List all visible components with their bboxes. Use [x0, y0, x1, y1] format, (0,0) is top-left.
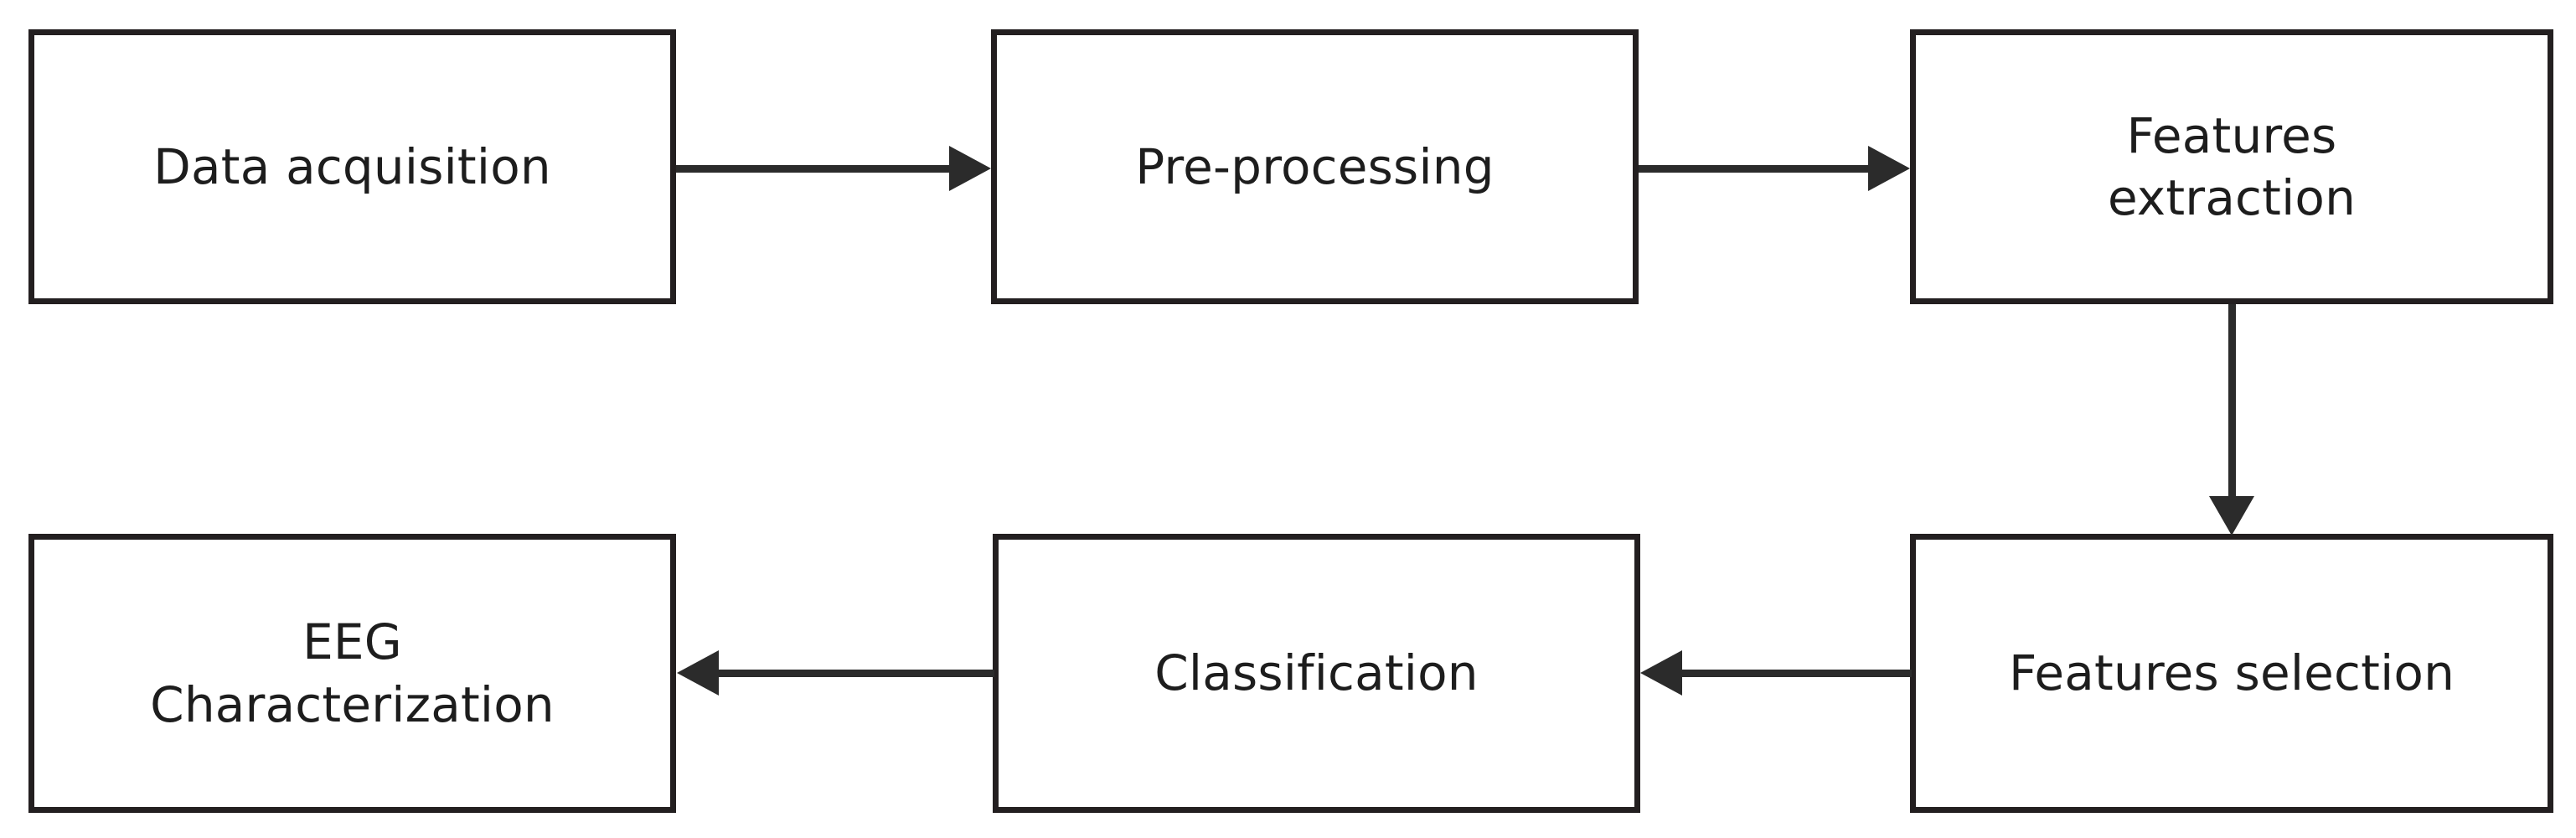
node-features-extraction[interactable]: Features extraction [1910, 29, 2553, 304]
node-eeg-characterization[interactable]: EEG Characterization [28, 534, 676, 813]
node-eeg-characterization-label: EEG Characterization [150, 613, 555, 733]
arrow-left-icon [1640, 650, 1682, 696]
arrow-left-icon [677, 650, 719, 696]
node-features-extraction-label: Features extraction [2107, 106, 2357, 226]
arrow-down-icon [2209, 496, 2254, 535]
edge-line [1682, 670, 1912, 677]
node-data-acquisition-label: Data acquisition [153, 137, 551, 195]
node-pre-processing-label: Pre-processing [1135, 137, 1494, 195]
node-features-selection[interactable]: Features selection [1910, 534, 2553, 813]
arrow-right-icon [949, 146, 991, 191]
edge-line [719, 670, 994, 677]
node-classification[interactable]: Classification [993, 534, 1640, 813]
node-data-acquisition[interactable]: Data acquisition [28, 29, 676, 304]
edge-line [2228, 304, 2236, 499]
edge-line [676, 165, 952, 173]
arrow-right-icon [1868, 146, 1910, 191]
node-pre-processing[interactable]: Pre-processing [991, 29, 1639, 304]
node-classification-label: Classification [1154, 644, 1479, 702]
edge-line [1639, 165, 1869, 173]
node-features-selection-label: Features selection [2008, 644, 2455, 702]
